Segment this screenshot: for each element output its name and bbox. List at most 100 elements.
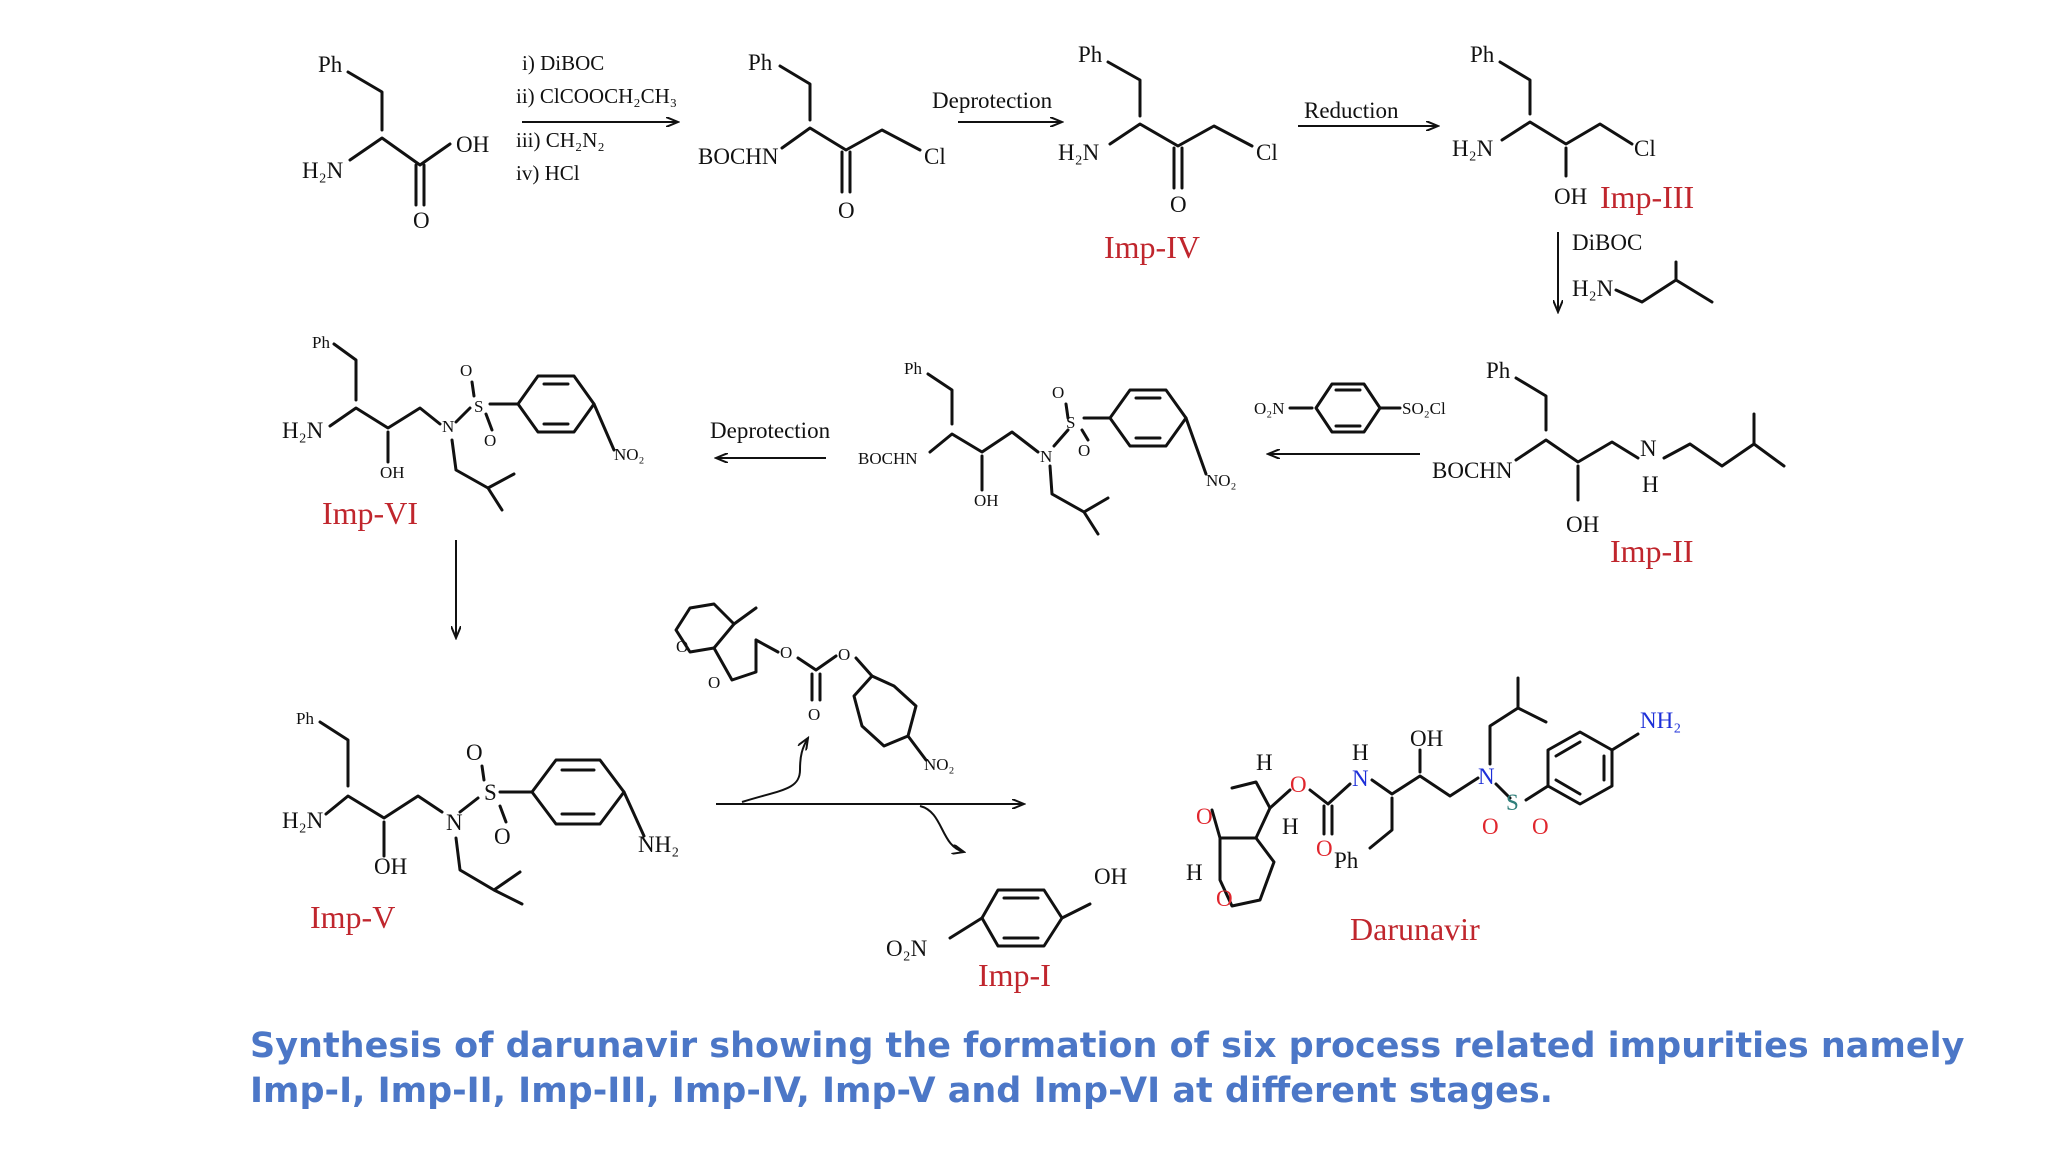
compound-boc-nosyl: Ph BOCHN OH N S O O NO₂ [858,359,1236,536]
bond [1494,782,1512,800]
reagent-line: iv) HCl [516,161,580,185]
step-nosylation: O₂N SO₂Cl [1254,382,1446,454]
step-coupling [716,738,1024,852]
bond [1106,60,1142,118]
s-label: S [484,780,497,805]
compound-imp-i: OH O₂N Imp-I [886,864,1127,993]
n-label: N [1640,436,1657,461]
so2cl-label: SO₂Cl [1402,399,1446,418]
h-label: H [1642,472,1659,497]
bond [778,64,812,122]
bond [1108,122,1254,148]
h-label: H [1282,814,1299,839]
no2-label: NO₂ [614,445,644,464]
imp-v-label: Imp-V [310,899,395,935]
bond [1514,376,1548,432]
bond [454,836,524,906]
compound-darunavir: O O H H H O O N H Ph OH N S O O NH₂ Daru… [1186,676,1681,947]
bochn-label: BOCHN [698,144,779,169]
bond [1048,464,1110,536]
bond [1172,146,1184,190]
o-label: O [1196,804,1213,829]
bond [1662,412,1786,468]
bond [454,380,520,432]
reagent-line: iii) CH₂N₂ [516,128,605,152]
bond [346,70,384,132]
cl-label: Cl [924,144,946,169]
caption-line-1: Synthesis of darunavir showing the forma… [250,1026,1965,1066]
ph-label: Ph [1078,42,1103,67]
bond [796,654,838,702]
o-label: O [1290,772,1307,797]
h-label: H [1186,860,1203,885]
n-label: N [1352,766,1369,791]
o-label: O [838,645,850,664]
bond [780,126,922,152]
bond [1134,396,1208,476]
bond [1514,438,1640,464]
o-label: O [1216,886,1233,911]
bond [948,896,1092,940]
bond [1498,60,1532,116]
step-diboc-amine: DiBOC H₂N [1558,230,1714,312]
bond [928,430,1040,454]
oh-label: OH [1094,864,1127,889]
compound-imp-ii: Ph BOCHN OH N H Imp-II [1432,358,1786,569]
ph-label: Ph [312,333,330,352]
cl-label: Cl [1256,140,1278,165]
bond [926,372,954,426]
bond [324,794,444,820]
ph-label: Ph [1334,848,1359,873]
bond [754,638,780,654]
reduction-label: Reduction [1304,98,1399,123]
o-label: O [780,643,792,662]
compound-imp-iii: Ph H₂N OH Cl Imp-III [1452,42,1694,215]
oh-label: OH [1554,184,1587,209]
n-label: N [1040,447,1052,466]
bochn-label: BOCHN [858,449,918,468]
imp-iv-label: Imp-IV [1104,229,1200,265]
ph-label: Ph [748,50,773,75]
o-label: O [466,740,483,765]
h2n-label: H₂N [282,418,324,443]
bond [1052,402,1112,448]
caption-line-2: Imp-I, Imp-II, Imp-III, Imp-IV, Imp-V an… [250,1071,1553,1111]
ph-label: Ph [296,709,314,728]
o-label: O [1078,441,1090,460]
bond [1614,260,1714,304]
benzene-ring [852,674,918,748]
s-label: S [1066,413,1075,432]
bond [458,764,534,824]
o-label: O [484,431,496,450]
bond [1218,836,1276,908]
diboc-label: DiBOC [1572,230,1642,255]
cl-label: Cl [1634,136,1656,161]
compound-imp-vi: Ph H₂N OH N S O O NO₂ Imp-VI [282,333,644,531]
imp-ii-label: Imp-II [1610,533,1694,569]
oh-label: OH [374,854,407,879]
imp-iii-label: Imp-III [1600,179,1694,215]
bond [414,163,426,207]
o-label: O [708,673,720,692]
h2n-label: H₂N [302,158,344,183]
reagents-step1: i) DiBOC ii) ClCOOCH₂CH₃ iii) CH₂N₂ iv) … [516,51,678,185]
reagent-line: i) DiBOC [522,51,604,75]
step-deprotection-1: Deprotection [932,88,1062,122]
bond [854,656,874,678]
step-reduction: Reduction [1298,98,1438,126]
s-label: S [1506,790,1519,815]
compound-imp-iv: Ph H₂N O Cl Imp-IV [1058,42,1278,265]
compound-bis-thf-carbonate: O O O O O NO₂ [674,602,954,774]
bond [1524,784,1550,802]
ph-label: Ph [318,52,343,77]
bond [1308,782,1352,836]
bond [906,734,928,762]
o-label: O [676,637,688,656]
oh-label: OH [974,491,999,510]
ph-label: Ph [904,359,922,378]
o-label: O [460,361,472,380]
o2n-label: O₂N [886,936,928,961]
h-label: H [1256,750,1273,775]
oh-label: OH [380,463,405,482]
curved-arrow-out [919,805,964,852]
